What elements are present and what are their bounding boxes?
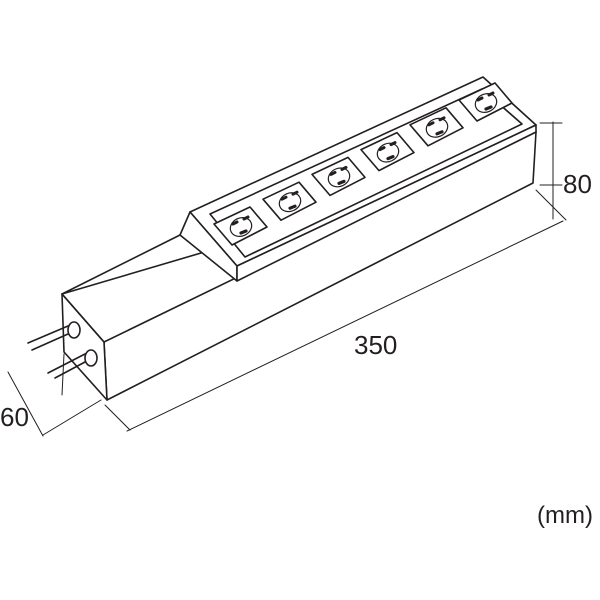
unit-label: (mm)	[537, 502, 593, 529]
outlet-2	[262, 181, 317, 221]
height-label: 80	[563, 169, 592, 199]
signal-cord	[47, 349, 98, 379]
power-cord	[27, 321, 81, 351]
outlet-1	[213, 206, 268, 246]
height-dimension-line	[539, 121, 563, 220]
outlet-5	[409, 107, 464, 147]
body-edge-front-top	[61, 293, 105, 343]
body-end-face	[61, 293, 108, 401]
length-dimension-line	[104, 189, 567, 432]
width-dimension-line	[7, 353, 102, 437]
width-label: 60	[0, 402, 29, 432]
length-label: 350	[354, 330, 398, 360]
outlet-6	[458, 82, 513, 122]
outlet-3	[311, 156, 366, 197]
outlets-group	[213, 82, 513, 246]
outlet-4	[360, 131, 415, 172]
outlet-panel-front	[236, 124, 537, 282]
